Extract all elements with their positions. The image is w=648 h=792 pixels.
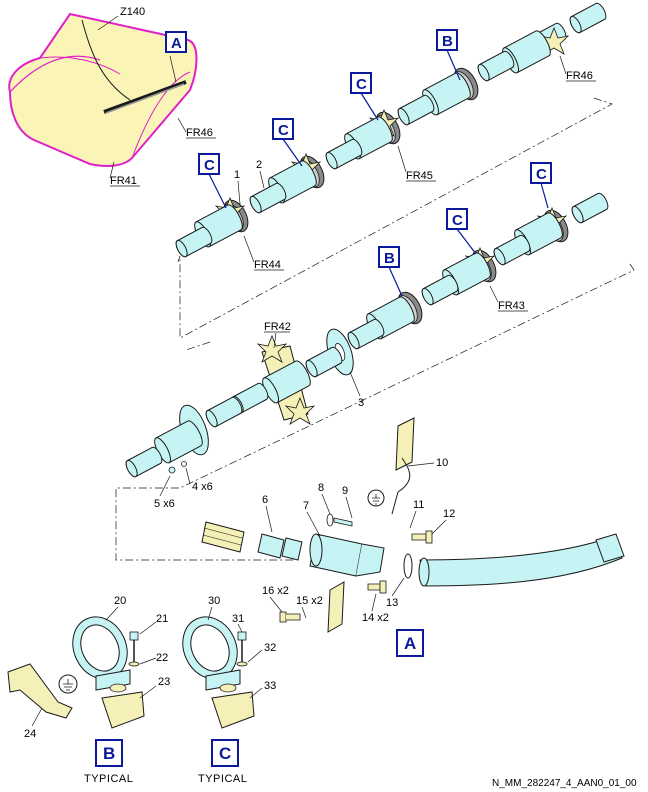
callout-letter: C <box>356 76 367 93</box>
callout-box-c-right[interactable]: C <box>530 162 552 209</box>
frame-label-fr43: FR43 <box>498 300 525 312</box>
callout-letter: B <box>384 250 395 267</box>
item-9-label: 9 <box>342 485 348 497</box>
callout-letter: A <box>171 35 182 52</box>
item-21-label: 21 <box>156 613 168 625</box>
callout-box-c-fr43[interactable]: C <box>446 208 477 255</box>
duct-run-lower-left <box>123 381 271 479</box>
item-32-label: 32 <box>264 642 276 654</box>
item-8-label: 8 <box>318 482 324 494</box>
detail-b-callout[interactable]: B <box>95 739 123 767</box>
frame-label-fr46-zone: FR46 <box>186 127 213 139</box>
leader-frame-lines <box>115 97 635 561</box>
item-12-label: 12 <box>443 508 455 520</box>
detail-a-title: A <box>404 634 416 653</box>
frame-label-fr44: FR44 <box>254 259 281 271</box>
item-4-label: 4 x6 <box>192 481 213 493</box>
item-24-label: 24 <box>24 728 36 740</box>
detail-b-typical: TYPICAL <box>84 773 133 785</box>
zone-z140-panel: Z140 <box>8 6 198 167</box>
item-23-label: 23 <box>158 676 170 688</box>
connector-assembly <box>201 417 625 633</box>
callout-box-a-detail[interactable]: A <box>396 629 424 657</box>
detail-b-title: B <box>103 744 115 763</box>
frame-label-fr41: FR41 <box>110 175 137 187</box>
frame-label-fr45: FR45 <box>406 170 433 182</box>
item-1-label: 1 <box>234 169 240 181</box>
item-10-label: 10 <box>436 457 448 469</box>
item-7-label: 7 <box>303 500 309 512</box>
callout-box-c-fr44[interactable]: C <box>198 153 227 209</box>
item-33-label: 33 <box>264 680 276 692</box>
duct-run-middle <box>345 191 611 351</box>
fastener-screw-12 <box>411 530 433 544</box>
detail-b-clamp-assembly <box>7 616 145 729</box>
drawing-reference: N_MM_282247_4_AAN0_01_00 <box>492 778 637 789</box>
item-3-label: 3 <box>358 397 364 409</box>
item-30-label: 30 <box>208 595 220 607</box>
detail-c-callout[interactable]: C <box>211 739 239 767</box>
item-16-label: 16 x2 <box>262 585 289 597</box>
item-14-label: 14 x2 <box>362 612 389 624</box>
washer-8 <box>326 513 353 527</box>
callout-box-c-fr45[interactable]: C <box>350 72 379 121</box>
callout-letter: C <box>536 166 547 183</box>
fastener-screw-14 <box>367 580 387 594</box>
item-11-label: 11 <box>413 499 424 511</box>
detail-c-title: C <box>219 744 231 763</box>
detail-c-typical: TYPICAL <box>198 773 247 785</box>
callout-letter: C <box>204 157 215 174</box>
frame-label-fr46-top: FR46 <box>566 70 593 82</box>
fr42-bulkhead <box>257 328 354 425</box>
item-13-label: 13 <box>386 597 398 609</box>
detail-c-clamp-assembly <box>182 616 255 729</box>
item-2-label: 2 <box>256 159 262 171</box>
item-5-label: 5 x6 <box>154 498 175 510</box>
item-20-label: 20 <box>114 595 126 607</box>
callout-letter: B <box>442 33 453 50</box>
callout-letter: C <box>452 212 463 229</box>
zone-label: Z140 <box>120 6 145 18</box>
frame-label-fr42: FR42 <box>264 321 291 333</box>
callout-box-c-mid[interactable]: C <box>272 118 303 167</box>
item-22-label: 22 <box>156 652 168 664</box>
item-6-label: 6 <box>262 494 268 506</box>
callout-letter: C <box>278 122 289 139</box>
callout-box-b-upper[interactable]: B <box>436 29 461 81</box>
callout-box-a-zone[interactable]: A <box>165 31 187 53</box>
item-15-label: 15 x2 <box>296 595 323 607</box>
callout-box-b-middle[interactable]: B <box>378 246 403 297</box>
item-31-label: 31 <box>232 613 244 625</box>
fastener-screw-16 <box>279 611 301 623</box>
